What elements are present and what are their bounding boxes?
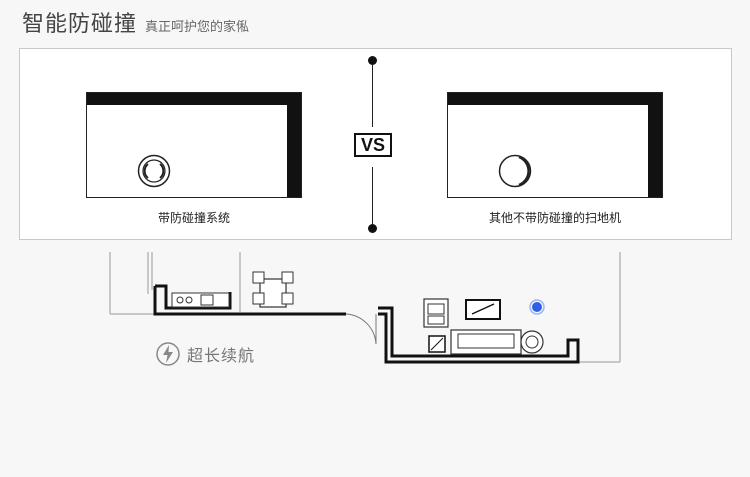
divider-line-top (372, 60, 373, 127)
left-caption: 带防碰撞系统 (157, 211, 230, 225)
room-wall-top (87, 93, 301, 105)
lightning-bolt-icon (156, 342, 180, 366)
room-without-anti-collision (447, 92, 663, 198)
right-caption: 其他不带防碰撞的扫地机 (488, 211, 621, 225)
header: 智能防碰撞 真正呵护您的家俬 (22, 6, 250, 37)
robot-vacuum-icon (498, 154, 532, 188)
floor-plan-illustration (109, 252, 621, 364)
long-battery-badge: 超长续航 (155, 341, 255, 367)
robot-vacuum-icon (137, 154, 171, 188)
divider-dot-bottom (368, 224, 377, 233)
room-wall-top (448, 93, 662, 105)
divider-dot-top (368, 56, 377, 65)
divider-line-bottom (372, 167, 373, 229)
page-subtitle: 真正呵护您的家俬 (145, 20, 250, 35)
long-battery-text: 超长续航 (187, 346, 256, 365)
comparison-panel: 带防碰撞系统 VS 其他不带防碰撞的扫地机 (19, 48, 732, 240)
room-wall-right (287, 93, 301, 197)
page-title: 智能防碰撞 (22, 12, 138, 37)
room-with-anti-collision (86, 92, 302, 198)
vs-badge: VS (354, 133, 392, 157)
room-wall-right (648, 93, 662, 197)
